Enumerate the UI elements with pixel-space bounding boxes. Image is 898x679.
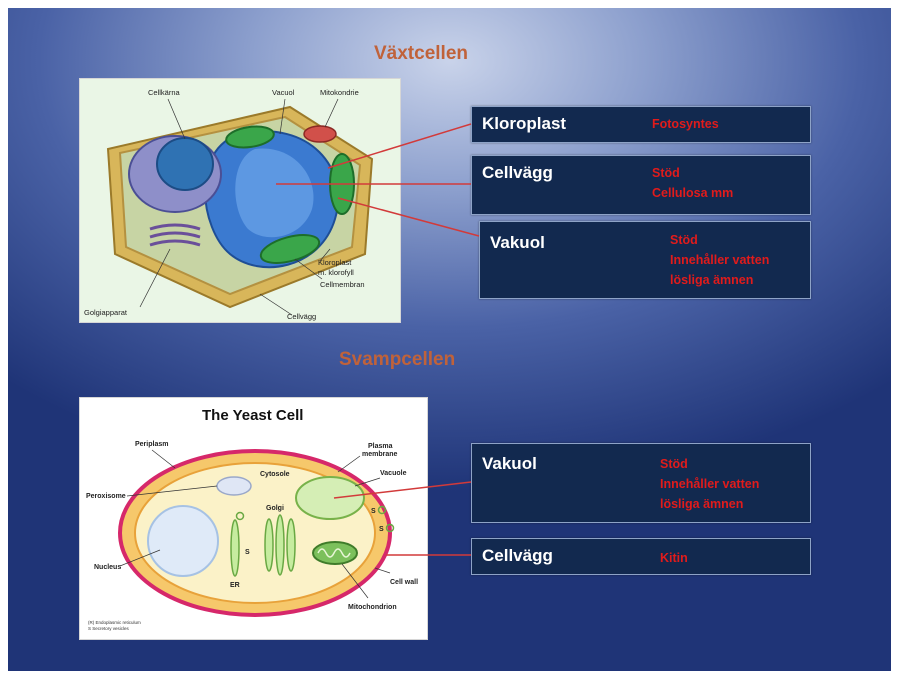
desc-fotosyntes: Fotosyntes (652, 114, 719, 134)
yeast-peroxisome (217, 477, 251, 495)
desc-losliga-fungus: lösliga ämnen (660, 494, 743, 514)
label-mitokondrie: Mitokondrie (320, 88, 359, 97)
label-s2: S (371, 508, 376, 515)
yeast-cell-illustration: The Yeast Cell (79, 397, 428, 640)
chloroplast-2 (330, 154, 354, 214)
desc-stod-fungus: Stöd (660, 454, 688, 474)
box-cellvagg-fungus: Cellvägg Kitin (471, 538, 811, 575)
desc-stod-plant: Stöd (652, 163, 680, 183)
label-mitochondrion: Mitochondrion (348, 604, 397, 611)
label-nucleus: Nucleus (94, 564, 121, 571)
label-vacuol: Vacuol (272, 88, 295, 97)
label-golgi: Golgiapparat (84, 308, 128, 317)
box-vakuol-fungus: Vakuol Stöd Innehåller vatten lösliga äm… (471, 443, 811, 523)
yeast-golgi-2 (276, 515, 284, 575)
leader-plasma (338, 456, 360, 472)
label-kloroplast-2: m. klorofyll (318, 268, 354, 277)
yeast-nucleus (148, 506, 218, 576)
desc-kitin: Kitin (660, 548, 688, 568)
label-vacuole: Vacuole (380, 470, 407, 477)
label-cellmembran: Cellmembran (320, 280, 365, 289)
mitochondrion-shape (304, 126, 336, 142)
leader-periplasm (152, 450, 175, 468)
yeast-cell-svg: The Yeast Cell (80, 398, 427, 639)
desc-cellulosa: Cellulosa mm (652, 183, 733, 203)
yeast-golgi-1 (265, 519, 273, 571)
label-kloroplast-1: Kloroplast (318, 258, 352, 267)
yeast-er (231, 520, 239, 576)
yeast-golgi-3 (287, 519, 295, 571)
yeast-vacuole (296, 477, 364, 519)
label-s1: S (245, 549, 250, 556)
label-cellwall: Cell wall (390, 579, 418, 586)
label-cytosole: Cytosole (260, 471, 290, 478)
label-plasma-1: Plasma (368, 443, 393, 450)
term-cellvagg-plant: Cellvägg (482, 163, 553, 183)
fungus-heading: Svampcellen (339, 349, 455, 371)
desc-innehaller-plant: Innehåller vatten (670, 250, 769, 270)
label-er: ER (230, 582, 240, 589)
plant-cell-svg: Cellkärna Vacuol Mitokondrie Kloroplast … (80, 79, 400, 322)
label-cellkarna: Cellkärna (148, 88, 181, 97)
box-cellvagg-plant: Cellvägg Stöd Cellulosa mm (471, 155, 811, 215)
label-golgi: Golgi (266, 505, 284, 512)
box-kloroplast: Kloroplast Fotosyntes (471, 106, 811, 143)
yeast-mitochondrion (313, 542, 357, 564)
label-plasma-2: membrane (362, 451, 398, 458)
term-vakuol-plant: Vakuol (490, 233, 545, 253)
term-cellvagg-fungus: Cellvägg (482, 546, 553, 566)
desc-stod-vakuol-plant: Stöd (670, 230, 698, 250)
yeast-footnote-2: S Secretory vesicles (88, 626, 130, 631)
desc-losliga-plant: lösliga ämnen (670, 270, 753, 290)
term-vakuol-fungus: Vakuol (482, 454, 537, 474)
label-s3: S (379, 526, 384, 533)
box-vakuol-plant: Vakuol Stöd Innehåller vatten lösliga äm… (479, 221, 811, 299)
nucleolus-shape (157, 138, 213, 190)
label-periplasm: Periplasm (135, 441, 168, 448)
leader-mitokondrie (325, 99, 338, 127)
desc-innehaller-fungus: Innehåller vatten (660, 474, 759, 494)
plant-heading: Växtcellen (374, 43, 468, 65)
yeast-title: The Yeast Cell (202, 407, 303, 424)
slide-background: Växtcellen (8, 8, 891, 671)
yeast-footnote-1: (R) Endoplasmic reticulum (88, 620, 141, 625)
term-kloroplast: Kloroplast (482, 114, 566, 134)
label-cellvagg: Cellvägg (287, 312, 316, 321)
plant-cell-illustration: Cellkärna Vacuol Mitokondrie Kloroplast … (79, 78, 401, 323)
label-peroxisome: Peroxisome (86, 493, 126, 500)
